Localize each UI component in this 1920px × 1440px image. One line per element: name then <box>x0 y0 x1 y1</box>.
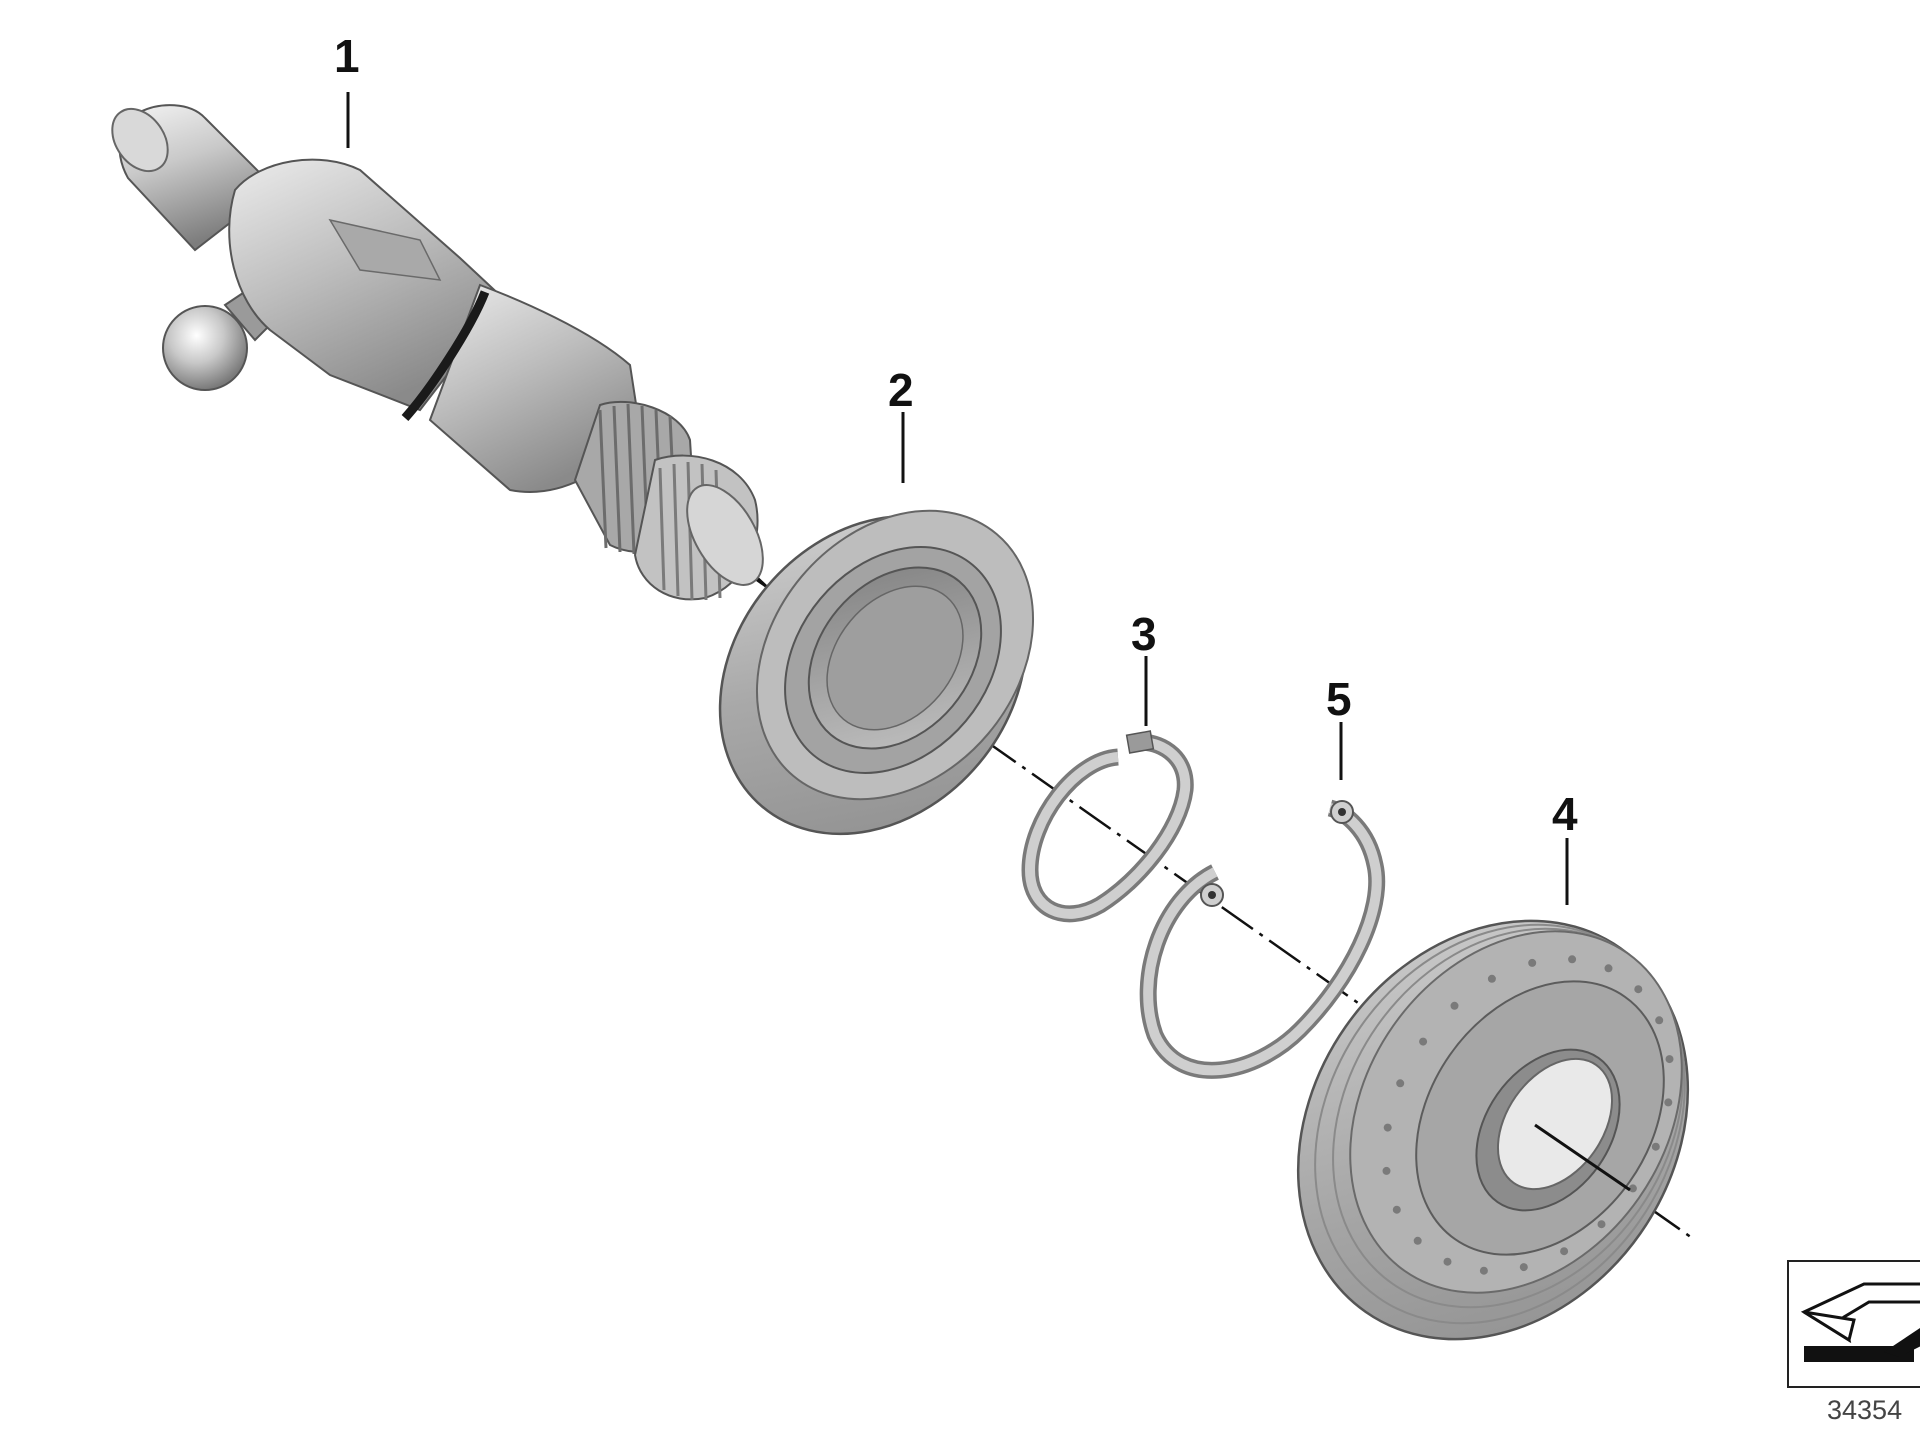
seal-perforation-dot <box>1528 958 1537 967</box>
callout-4: 4 <box>1552 788 1578 840</box>
seal-perforation-dot <box>1651 1142 1660 1151</box>
seal-perforation-dot <box>1665 1055 1674 1064</box>
seal-perforation-dot <box>1597 1220 1606 1229</box>
reference-arrow-icon <box>1800 1282 1920 1362</box>
seal-perforation-dot <box>1413 1236 1422 1245</box>
part-4-shaft-seal <box>1296 919 1690 1341</box>
part-1-shaft <box>111 104 764 601</box>
callout-1: 1 <box>334 30 360 82</box>
seal-perforation-dot <box>1396 1079 1405 1088</box>
callout-5: 5 <box>1326 673 1352 725</box>
part-5-circlip <box>1139 799 1386 1079</box>
seal-perforation-dot <box>1664 1098 1673 1107</box>
seal-perforation-dot <box>1568 955 1577 964</box>
callout-3: 3 <box>1131 608 1157 660</box>
callout-2: 2 <box>888 364 914 416</box>
seal-perforation-dot <box>1450 1001 1459 1010</box>
seal-perforation-dot <box>1560 1247 1569 1256</box>
seal-perforation-dot <box>1487 974 1496 983</box>
seal-perforation-dot <box>1519 1263 1528 1272</box>
seal-perforation-dot <box>1392 1205 1401 1214</box>
reference-symbol-box <box>1787 1260 1920 1388</box>
seal-perforation-dot <box>1419 1037 1428 1046</box>
diagram-part-number: 34354 <box>1827 1395 1903 1425</box>
seal-perforation-dot <box>1443 1257 1452 1266</box>
seal-perforation-dot <box>1604 964 1613 973</box>
axis-segment-seal <box>1534 1123 1631 1192</box>
seal-perforation-dot <box>1655 1016 1664 1025</box>
seal-perforation-dot <box>1628 1184 1637 1193</box>
seal-perforation-dot <box>1383 1123 1392 1132</box>
part-2-ball-bearing <box>718 509 1035 836</box>
seal-perforation-dot <box>1382 1166 1391 1175</box>
part-3-circlip <box>1021 730 1194 923</box>
seal-perforation-dot <box>1479 1266 1488 1275</box>
seal-perforation-dot <box>1634 985 1643 994</box>
